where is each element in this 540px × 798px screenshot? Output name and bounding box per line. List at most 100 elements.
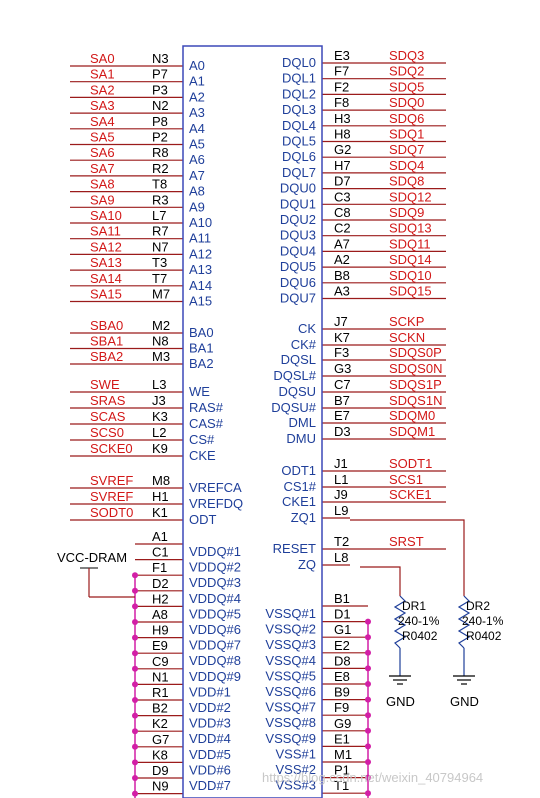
- pin-number-right: D7: [334, 174, 351, 189]
- power-pin-number-right: M1: [334, 747, 352, 762]
- pin-label-left: A13: [189, 262, 212, 277]
- power-pin-number-right: E8: [334, 669, 350, 684]
- pin-label-right: RESET: [273, 541, 316, 556]
- pin-number-right: L9: [334, 503, 348, 518]
- junction-dot-right: [365, 790, 371, 797]
- pin-number-right: H3: [334, 111, 351, 126]
- pin-label-right: CS1#: [283, 479, 316, 494]
- net-label-left: SA7: [90, 161, 115, 176]
- power-pin-label-left: VDD#3: [189, 716, 231, 731]
- pin-label-left: A0: [189, 58, 205, 73]
- pin-number-right: F7: [334, 64, 349, 79]
- net-label-left: SA4: [90, 114, 115, 129]
- net-label-left: SRAS: [90, 393, 126, 408]
- power-pin-label-left: VDDQ#6: [189, 622, 241, 637]
- pin-label-right: DQL5: [282, 134, 316, 149]
- power-pin-label-left: VDDQ#8: [189, 653, 241, 668]
- net-label-right: SDQ4: [389, 158, 424, 173]
- net-label-left: SA12: [90, 239, 122, 254]
- pin-label-left: BA0: [189, 325, 214, 340]
- pin-label-right: DQL1: [282, 71, 316, 86]
- power-pin-number-left: A1: [152, 529, 168, 544]
- pin-label-right: DQL3: [282, 102, 316, 117]
- pin-label-left: A8: [189, 184, 205, 199]
- pin-label-right: DQL6: [282, 149, 316, 164]
- pin-number-left: K3: [152, 409, 168, 424]
- pin-label-left: A5: [189, 137, 205, 152]
- pin-label-right: DQU7: [280, 291, 316, 306]
- power-pin-number-right: E2: [334, 638, 350, 653]
- net-label-left: SA1: [90, 67, 115, 82]
- pin-number-right: H7: [334, 158, 351, 173]
- junction-dot-left: [132, 681, 138, 688]
- junction-dot-left: [132, 759, 138, 766]
- pin-number-right: L8: [334, 550, 348, 565]
- junction-dot-right: [365, 759, 371, 765]
- power-pin-number-left: B2: [152, 701, 168, 716]
- pin-label-right: ODT1: [281, 463, 316, 478]
- gnd-symbol-2: [453, 675, 475, 685]
- pin-label-right: DQU6: [280, 275, 316, 290]
- net-label-right: SCKP: [389, 314, 424, 329]
- gnd-label-2: GND: [450, 694, 479, 709]
- power-pin-number-left: H9: [152, 623, 169, 638]
- power-pin-label-right: VSSQ#1: [265, 606, 316, 621]
- pin-label-left: VREFDQ: [189, 496, 243, 511]
- net-label-right: SDQ11: [389, 236, 431, 251]
- net-label-left: SWE: [90, 377, 120, 392]
- resistor-dr2-body: [457, 595, 471, 649]
- power-pin-label-right: VSS#3: [276, 778, 316, 793]
- power-pin-number-left: N1: [152, 669, 169, 684]
- junction-dot-left: [132, 790, 138, 797]
- net-label-right: SDQ5: [389, 79, 424, 94]
- pin-number-left: M3: [152, 349, 170, 364]
- net-label-right: SCS1: [389, 472, 423, 487]
- net-label-left: SVREF: [90, 473, 133, 488]
- junction-dot-left: [132, 619, 138, 625]
- junction-dot-right: [365, 743, 371, 750]
- pin-number-right: J1: [334, 456, 348, 471]
- net-label-right: SDQS0P: [389, 345, 442, 360]
- pin-number-left: R2: [152, 161, 169, 176]
- junction-dot-right: [365, 727, 371, 734]
- power-pin-number-right: E1: [334, 731, 350, 746]
- net-label-left: SA14: [90, 271, 122, 286]
- junction-dot-right: [365, 681, 371, 687]
- net-label-right: SDQ9: [389, 205, 424, 220]
- pin-number-right: A3: [334, 284, 350, 299]
- power-pin-number-right: F9: [334, 700, 349, 715]
- power-pin-label-right: VSSQ#3: [265, 637, 316, 652]
- power-pin-label-left: VDDQ#1: [189, 544, 241, 559]
- gnd-symbol-1: [389, 675, 411, 685]
- power-pin-number-left: R1: [152, 685, 169, 700]
- pin-number-left: K1: [152, 505, 168, 520]
- pin-label-left: A15: [189, 294, 212, 309]
- dr1-ref: DR1: [402, 599, 426, 613]
- pin-number-left: N3: [152, 51, 169, 66]
- power-section: VCC-DRAM: [57, 550, 135, 598]
- net-label-left: SCS0: [90, 425, 124, 440]
- pin-label-right: DQU4: [280, 243, 316, 258]
- power-pin-label-left: VDD#2: [189, 700, 231, 715]
- net-label-right: SDQ14: [389, 252, 432, 267]
- pin-label-right: ZQ: [298, 557, 316, 572]
- pin-number-right: F8: [334, 95, 349, 110]
- pin-number-left: M7: [152, 287, 170, 302]
- pin-number-left: M8: [152, 473, 170, 488]
- pin-label-right: CK: [298, 321, 316, 336]
- net-label-right: SDQ0: [389, 95, 424, 110]
- pin-number-left: R3: [152, 192, 169, 207]
- pin-number-left: R8: [152, 145, 169, 160]
- pins: [70, 62, 446, 797]
- net-label-left: SA2: [90, 82, 115, 97]
- pin-label-left: BA1: [189, 341, 214, 356]
- pin-label-right: CK#: [291, 337, 317, 352]
- dr1-package: R0402: [402, 629, 438, 643]
- pin-label-left: A4: [189, 121, 205, 136]
- pin-number-left: T8: [152, 177, 167, 192]
- net-label-right: SDQ3: [389, 48, 424, 63]
- net-label-right: SDQ6: [389, 111, 424, 126]
- junction-dot-right: [365, 649, 371, 656]
- pin-label-left: CAS#: [189, 416, 224, 431]
